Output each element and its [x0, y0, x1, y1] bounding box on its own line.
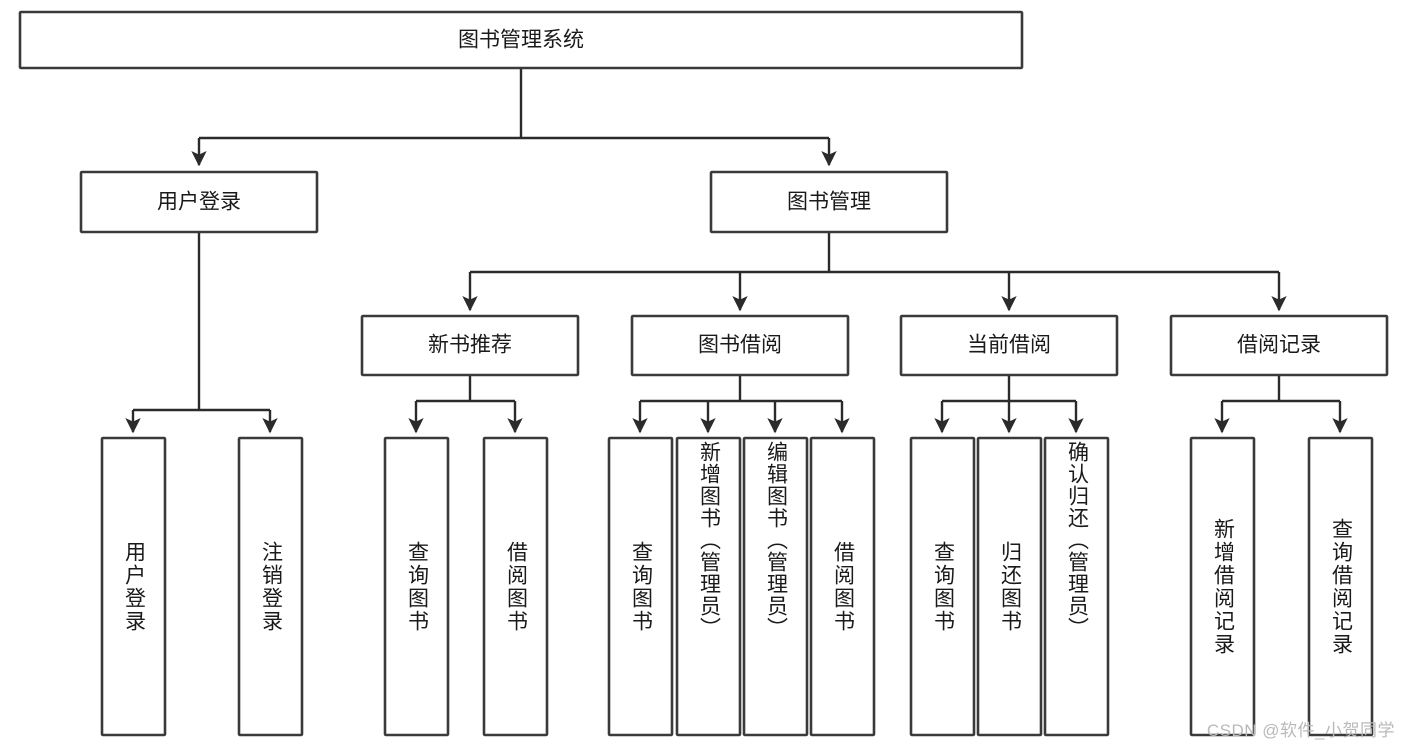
node-label-leaf-query-book-1: 查询图书: [405, 540, 429, 633]
node-label-leaf-confirm-return: 确认归还（管理员）: [1065, 441, 1089, 639]
node-leaf-borrow-book-1[interactable]: 借阅图书: [482, 436, 549, 737]
node-leaf-borrow-book-2[interactable]: 借阅图书: [809, 436, 876, 737]
node-label-leaf-return-book: 归还图书: [998, 540, 1022, 633]
node-leaf-edit-book[interactable]: 编辑图书（管理员）: [742, 436, 809, 737]
node-label-leaf-query-book-2: 查询图书: [629, 540, 653, 633]
node-label-leaf-borrow-book-2: 借阅图书: [831, 540, 855, 633]
node-user-login[interactable]: 用户登录: [79, 170, 319, 234]
node-leaf-query-book-1[interactable]: 查询图书: [383, 436, 450, 737]
node-label-leaf-add-book: 新增图书（管理员）: [697, 441, 721, 639]
edge-bookmgmt-to-level3: [462, 232, 1287, 312]
edge-currentborrow-to-leaves: [934, 375, 1084, 434]
edge-borrowrecord-to-leaves: [1214, 375, 1348, 434]
node-leaf-confirm-return[interactable]: 确认归还（管理员）: [1043, 436, 1110, 737]
edge-bookborrow-to-leaves: [632, 375, 850, 434]
node-label-leaf-add-record: 新增借阅记录: [1211, 517, 1235, 656]
node-label-leaf-borrow-book-1: 借阅图书: [504, 540, 528, 633]
node-label-book-management: 图书管理: [787, 191, 871, 214]
node-leaf-logout-login[interactable]: 注销登录: [237, 436, 304, 737]
node-book-management[interactable]: 图书管理: [709, 170, 949, 234]
node-label-leaf-edit-book: 编辑图书（管理员）: [764, 441, 788, 639]
node-current-borrow[interactable]: 当前借阅: [899, 314, 1119, 377]
csdn-watermark: CSDN @软件_小贺同学: [1206, 721, 1395, 740]
node-leaf-query-book-3[interactable]: 查询图书: [909, 436, 976, 737]
node-label-leaf-logout-login: 注销登录: [259, 540, 283, 633]
node-book-borrow[interactable]: 图书借阅: [630, 314, 850, 377]
node-label-leaf-query-book-3: 查询图书: [931, 540, 955, 633]
edge-root-to-level2: [191, 68, 837, 167]
node-borrow-record[interactable]: 借阅记录: [1169, 314, 1389, 377]
node-label-leaf-user-login: 用户登录: [122, 540, 146, 633]
node-label-book-borrow: 图书借阅: [698, 334, 782, 357]
node-leaf-query-book-2[interactable]: 查询图书: [607, 436, 674, 737]
node-label-leaf-query-record: 查询借阅记录: [1329, 517, 1353, 656]
node-leaf-user-login[interactable]: 用户登录: [100, 436, 167, 737]
node-label-current-borrow: 当前借阅: [967, 334, 1051, 357]
node-label-new-book-recommend: 新书推荐: [428, 334, 512, 357]
node-label-user-login: 用户登录: [157, 191, 241, 214]
node-leaf-add-book[interactable]: 新增图书（管理员）: [675, 436, 742, 737]
node-new-book-recommend[interactable]: 新书推荐: [360, 314, 580, 377]
edge-userlogin-to-leaves: [125, 232, 278, 434]
node-label-system-title: 图书管理系统: [458, 29, 584, 52]
node-leaf-return-book[interactable]: 归还图书: [976, 436, 1043, 737]
edge-newbook-to-leaves: [408, 375, 523, 434]
node-leaf-query-record[interactable]: 查询借阅记录: [1307, 436, 1374, 737]
node-leaf-add-record[interactable]: 新增借阅记录: [1189, 436, 1256, 737]
node-system-title[interactable]: 图书管理系统: [18, 10, 1024, 70]
node-label-borrow-record: 借阅记录: [1237, 334, 1321, 357]
